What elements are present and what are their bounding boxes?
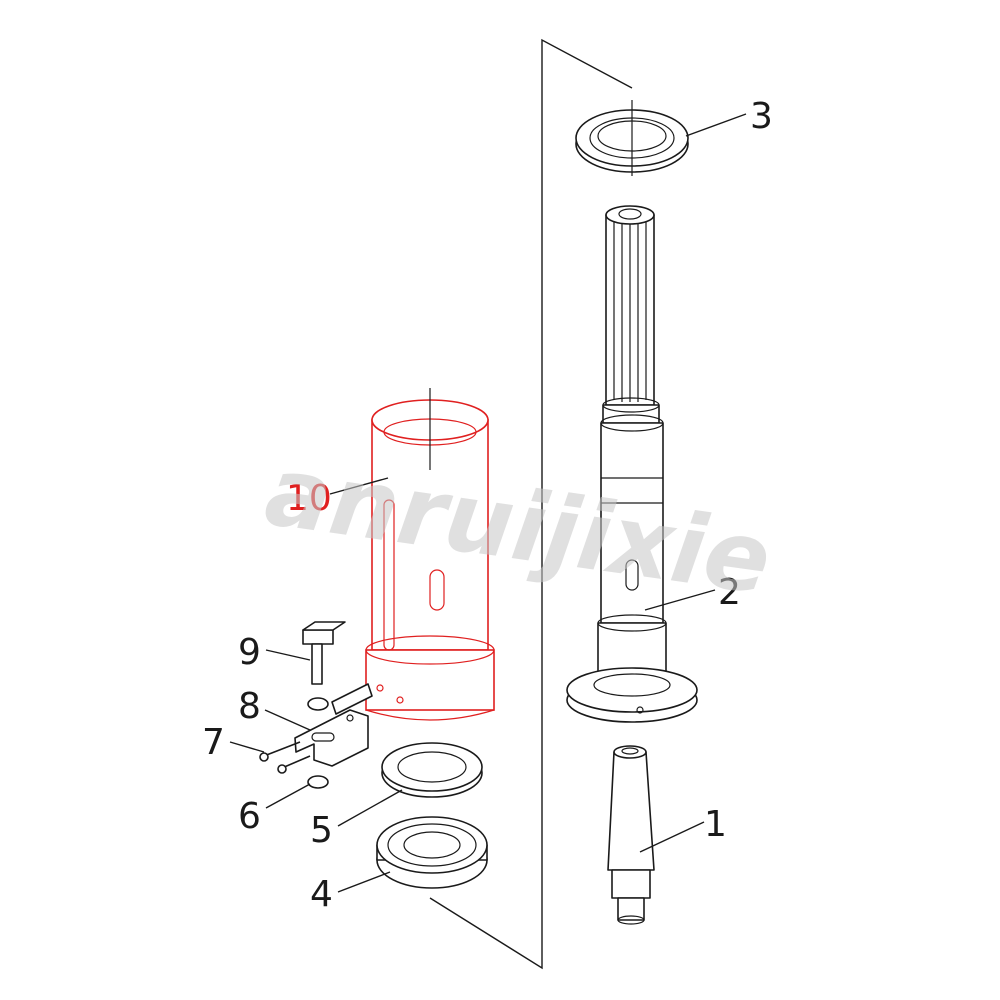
callout-1: 1	[704, 804, 727, 845]
bracket-hardware	[259, 621, 373, 789]
callout-4: 4	[310, 874, 333, 915]
assembly-frame	[429, 38, 633, 970]
callout-10: 10	[286, 478, 332, 519]
callout-6: 6	[238, 796, 261, 837]
callout-3: 3	[750, 96, 773, 137]
watermark: anruijixie	[259, 435, 777, 617]
callout-8: 8	[238, 686, 261, 727]
part-2-spindle	[566, 205, 698, 723]
callout-7: 7	[202, 722, 225, 763]
part-1-taper-arbor	[607, 745, 655, 925]
part-5-ring	[381, 742, 483, 798]
callout-2: 2	[718, 572, 741, 613]
part-3-top-ring	[575, 100, 689, 176]
part-10-sleeve	[365, 388, 495, 721]
leader-lines	[229, 113, 747, 893]
callout-5: 5	[310, 810, 333, 851]
callouts: 1 2 3 4 5 6 7 8 9 10	[202, 96, 773, 915]
part-4-bearing	[376, 816, 488, 889]
callout-9: 9	[238, 632, 261, 673]
